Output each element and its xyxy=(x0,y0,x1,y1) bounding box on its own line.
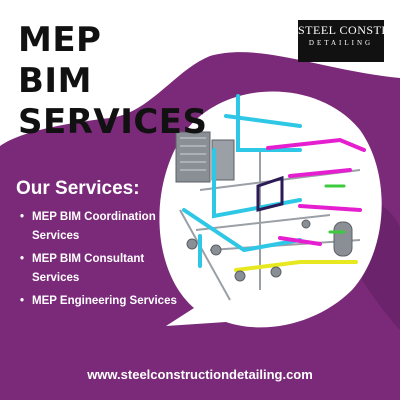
green-pipe-network xyxy=(324,184,346,234)
bullet-icon: • xyxy=(20,253,25,265)
website-link[interactable]: www.steelconstructiondetailing.com xyxy=(87,367,313,382)
service-item-label: MEP BIM Consultant Services xyxy=(32,253,145,284)
pump-units xyxy=(186,219,311,282)
logo-text-primary: STEEL CONSTRUCTION xyxy=(298,23,400,37)
service-item-consultant: • MEP BIM Consultant Services xyxy=(20,250,182,288)
mep-piping-illustration xyxy=(175,94,366,301)
title-line-2: BIM xyxy=(18,61,92,101)
service-item-coordination: • MEP BIM Coordination Services xyxy=(20,208,182,246)
company-logo: STEEL CONSTRUCTION DETAILING xyxy=(298,20,400,62)
service-item-label: MEP Engineering Services xyxy=(32,295,177,307)
yellow-pipe-network xyxy=(234,260,358,272)
bullet-icon: • xyxy=(20,211,25,223)
page-title: MEP BIM SERVICES xyxy=(18,20,208,143)
air-handling-unit xyxy=(175,131,235,183)
service-item-label: MEP BIM Coordination Services xyxy=(32,211,156,242)
purple-pipe-loop xyxy=(256,175,284,212)
storage-tank xyxy=(333,221,353,257)
magenta-pipe-network xyxy=(266,137,366,246)
services-heading: Our Services: xyxy=(16,178,140,199)
logo-text-secondary: DETAILING xyxy=(308,39,374,47)
title-line-1: MEP xyxy=(18,20,102,60)
service-item-engineering: • MEP Engineering Services xyxy=(20,292,202,311)
services-list: • MEP BIM Coordination Services • MEP BI… xyxy=(20,208,202,315)
bullet-icon: • xyxy=(20,295,25,307)
title-line-3: SERVICES xyxy=(18,102,208,142)
